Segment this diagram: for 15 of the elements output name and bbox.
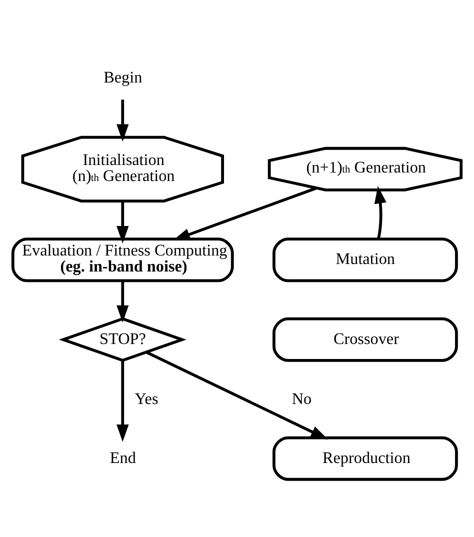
node-text: Begin bbox=[104, 70, 142, 87]
node-box: Evaluation / Fitness Computing (eg. in-band noise) bbox=[11, 238, 234, 282]
edge-label: Yes bbox=[134, 390, 158, 408]
arrow bbox=[116, 201, 129, 244]
edge-label: No bbox=[292, 390, 312, 408]
arrow bbox=[116, 360, 129, 442]
node-box: Crossover bbox=[272, 317, 458, 362]
node-text: End bbox=[110, 450, 136, 467]
node-box: Reproduction bbox=[272, 436, 458, 481]
node-diamond: STOP? bbox=[58, 317, 186, 362]
arrow bbox=[146, 350, 328, 440]
arrow bbox=[116, 100, 129, 142]
arrow bbox=[116, 280, 129, 323]
arrow bbox=[374, 186, 386, 240]
node-box: Mutation bbox=[272, 238, 458, 282]
